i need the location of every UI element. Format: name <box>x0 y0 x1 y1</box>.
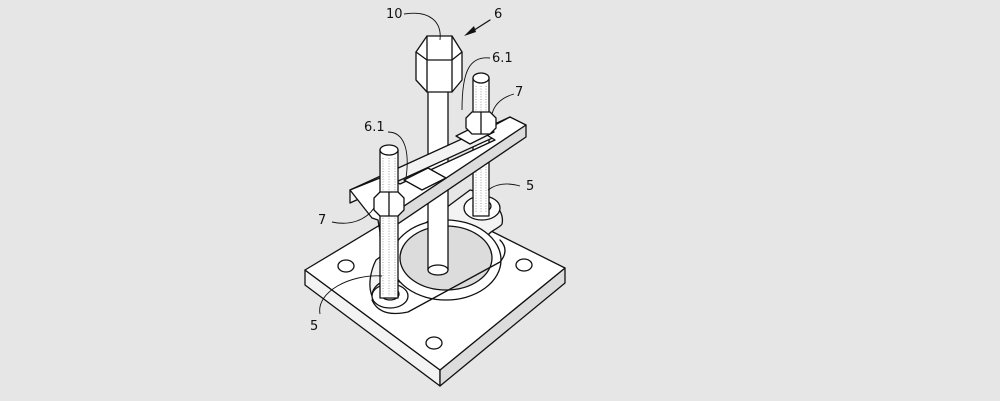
label-7-left: 7 <box>318 213 326 228</box>
left-nut <box>373 191 405 217</box>
leader-lines <box>319 12 521 315</box>
label-6.1-left: 6.1 <box>364 120 385 135</box>
leader-6.1-left <box>387 131 408 179</box>
stud-top <box>472 72 490 84</box>
right-nut <box>465 111 497 135</box>
label-5-left: 5 <box>310 319 318 334</box>
hex-head <box>415 35 463 93</box>
cross-bar-slot-left <box>403 167 447 191</box>
label-5-right: 5 <box>526 179 534 194</box>
leader-10 <box>403 12 441 41</box>
mounting-hole <box>425 336 443 350</box>
spindle-bottom <box>427 264 449 276</box>
label-6: 6 <box>494 7 502 22</box>
left-threaded-stud <box>379 144 399 299</box>
label-10: 10 <box>386 7 403 22</box>
leader-5-right <box>487 183 521 191</box>
leader-7-right <box>491 93 515 115</box>
reference-labels: 10 6 6.1 6.1 7 7 5 5 <box>310 7 534 334</box>
mounting-hole <box>337 259 355 273</box>
leader-6.1-top <box>461 57 491 111</box>
label-6.1-top: 6.1 <box>492 51 513 66</box>
arrow-6-head <box>464 26 476 36</box>
mounting-hole <box>515 258 533 272</box>
label-7-right: 7 <box>515 85 523 100</box>
leader-7-left <box>331 207 375 224</box>
leader-5-left <box>319 275 383 315</box>
ring-lower-edge <box>371 239 506 315</box>
stud-top <box>379 144 399 156</box>
